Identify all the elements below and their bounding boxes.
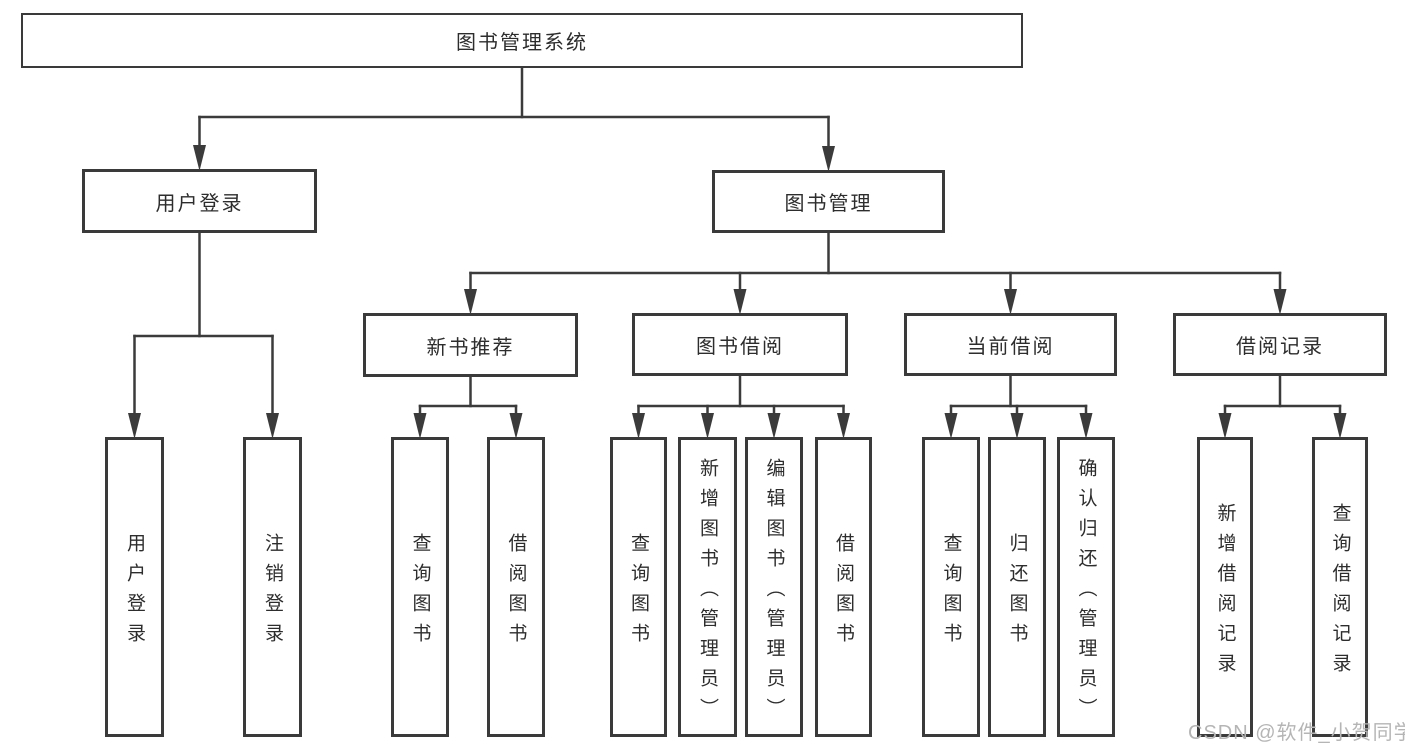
watermark: CSDN @软件_小贺同学 — [1188, 722, 1405, 744]
arrowhead-icon — [1079, 413, 1093, 439]
arrowhead-icon — [1010, 413, 1024, 439]
arrowhead-icon — [733, 289, 747, 315]
diagram-node-bb_borrow_books: 借阅图书 — [815, 437, 872, 737]
diagram-node-root: 图书管理系统 — [21, 13, 1023, 68]
node-label: 查询图书 — [628, 532, 649, 653]
diagram-node-book_borrow: 图书借阅 — [632, 313, 848, 376]
diagram-node-borrow_records: 借阅记录 — [1173, 313, 1387, 376]
diagram-node-bb_add_books: 新增图书（管理员） — [678, 437, 737, 737]
node-label: 借阅图书 — [833, 532, 854, 653]
node-label: 当前借阅 — [966, 336, 1055, 358]
node-label: 查询图书 — [409, 532, 431, 653]
arrowhead-icon — [1333, 413, 1347, 439]
node-label: 图书管理系统 — [456, 32, 588, 54]
node-label: 图书管理 — [784, 193, 873, 215]
diagram-node-rec_borrow_books: 借阅图书 — [487, 437, 545, 737]
arrowhead-icon — [193, 145, 206, 171]
diagram-node-login_leaf: 用户登录 — [105, 437, 164, 737]
arrowhead-icon — [701, 413, 714, 439]
node-label: 借阅记录 — [1236, 336, 1324, 358]
diagram-node-cb_search_books: 查询图书 — [922, 437, 980, 737]
node-label: 新增图书（管理员） — [697, 457, 718, 728]
arrowhead-icon — [1273, 289, 1287, 315]
diagram-node-cb_return_books: 归还图书 — [988, 437, 1046, 737]
node-label: 编辑图书（管理员） — [763, 457, 785, 728]
diagram-node-logout_leaf: 注销登录 — [243, 437, 302, 737]
diagram-node-cb_confirm_return: 确认归还（管理员） — [1057, 437, 1115, 737]
diagram-node-user_login: 用户登录 — [82, 169, 317, 233]
node-label: 图书借阅 — [696, 336, 784, 358]
node-label: 查询图书 — [940, 532, 962, 653]
node-label: 注销登录 — [262, 532, 283, 653]
arrowhead-icon — [1004, 289, 1017, 315]
arrowhead-icon — [944, 413, 958, 439]
node-label: 借阅图书 — [505, 532, 527, 653]
arrowhead-icon — [1218, 413, 1232, 439]
diagram-node-rec_search_books: 查询图书 — [391, 437, 449, 737]
node-label: 用户登录 — [124, 532, 145, 653]
diagram-node-book_mgmt: 图书管理 — [712, 170, 945, 233]
node-label: 新增借阅记录 — [1214, 502, 1236, 683]
diagram-node-br_add_record: 新增借阅记录 — [1197, 437, 1253, 737]
node-label: 新书推荐 — [426, 336, 515, 359]
arrowhead-icon — [837, 413, 850, 439]
diagram-node-bb_edit_books: 编辑图书（管理员） — [745, 437, 803, 737]
node-label: 查询借阅记录 — [1329, 502, 1351, 683]
diagram-node-br_search_record: 查询借阅记录 — [1312, 437, 1368, 737]
arrowhead-icon — [767, 413, 781, 439]
node-label: 归还图书 — [1006, 532, 1028, 653]
diagram-node-new_book_rec: 新书推荐 — [363, 313, 578, 377]
arrowhead-icon — [413, 413, 427, 439]
arrowhead-icon — [509, 413, 523, 439]
arrowhead-icon — [128, 413, 141, 439]
node-label: 确认归还（管理员） — [1075, 457, 1097, 728]
arrowhead-icon — [464, 289, 477, 315]
arrowhead-icon — [632, 413, 645, 439]
arrowhead-icon — [266, 413, 279, 439]
node-label: 用户登录 — [155, 192, 244, 215]
arrowhead-icon — [822, 146, 835, 172]
diagram-node-current_borrow: 当前借阅 — [904, 313, 1117, 376]
diagram-node-bb_search_books: 查询图书 — [610, 437, 667, 737]
